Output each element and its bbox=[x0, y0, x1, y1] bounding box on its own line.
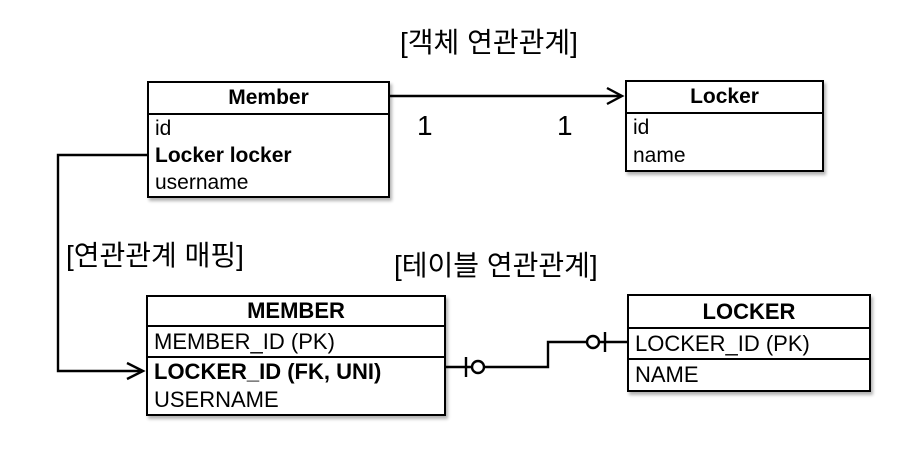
label-association-mapping: [연관관계 매핑] bbox=[66, 240, 244, 271]
member-field-locker: Locker locker bbox=[155, 143, 292, 167]
multiplicity-member-side: 1 bbox=[417, 110, 433, 141]
table-relation-connector bbox=[446, 332, 627, 377]
arrowhead-right-icon bbox=[126, 361, 146, 381]
locker-class-title: Locker bbox=[627, 82, 822, 114]
member-table-username-column: USERNAME bbox=[154, 387, 279, 412]
locker-table-pk-column: LOCKER_ID (PK) bbox=[629, 329, 869, 360]
member-table-title: MEMBER bbox=[148, 297, 444, 327]
object-association-arrow bbox=[390, 86, 625, 106]
member-field-id: id bbox=[155, 116, 172, 140]
cardinality-circle-locker-icon bbox=[585, 334, 601, 350]
locker-table-title: LOCKER bbox=[629, 296, 869, 329]
member-class-title: Member bbox=[149, 83, 388, 115]
label-table-association: [테이블 연관관계] bbox=[394, 250, 598, 281]
member-table-box: MEMBER MEMBER_ID (PK) LOCKER_ID (FK, UNI… bbox=[146, 295, 446, 416]
member-table-fk-column: LOCKER_ID (FK, UNI) bbox=[154, 359, 382, 384]
multiplicity-locker-side: 1 bbox=[557, 110, 573, 141]
arrowhead-right-icon bbox=[606, 86, 625, 106]
locker-table-name-column: NAME bbox=[635, 362, 699, 387]
locker-field-id: id bbox=[633, 116, 650, 139]
member-field-username: username bbox=[155, 170, 249, 194]
label-object-association: [객체 연관관계] bbox=[400, 27, 578, 58]
member-class-box: Member id Locker locker username bbox=[147, 81, 390, 198]
member-table-pk-column: MEMBER_ID (PK) bbox=[148, 327, 444, 358]
locker-field-name: name bbox=[633, 144, 686, 167]
locker-table-box: LOCKER LOCKER_ID (PK) NAME bbox=[627, 294, 871, 392]
cardinality-circle-member-icon bbox=[470, 359, 486, 375]
locker-class-box: Locker id name bbox=[625, 80, 824, 172]
